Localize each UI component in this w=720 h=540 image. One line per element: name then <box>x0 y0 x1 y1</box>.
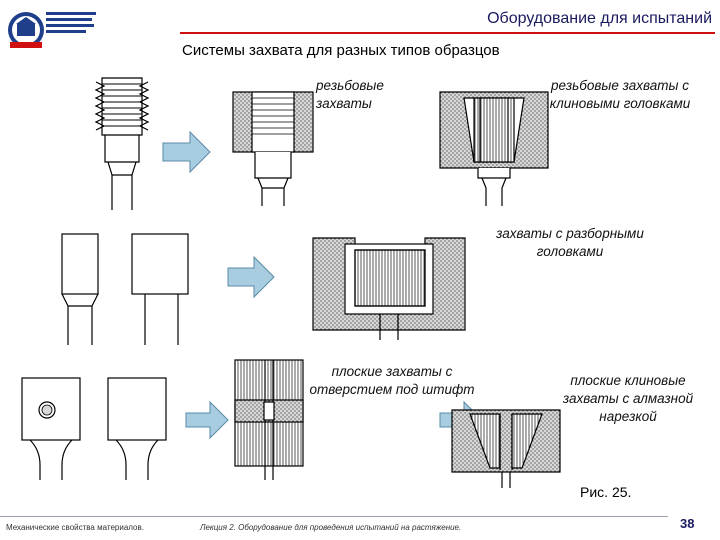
caption-split-grips: захваты с разборными головками <box>496 226 644 259</box>
caption-diamond-grips: плоские клиновые захваты с алмазной наре… <box>562 373 694 424</box>
pin-grip <box>234 359 304 480</box>
arrow-right-1 <box>162 130 211 174</box>
flat-specimen-wide <box>131 233 189 345</box>
slide-subtitle: Системы захвата для разных типов образцо… <box>182 42 500 59</box>
caption-wedge-grips: резьбовые захваты с клиновыми головками <box>549 78 691 111</box>
footer-course: Механические свойства материалов. <box>6 523 144 532</box>
arrow-right-3 <box>185 400 229 440</box>
title-divider <box>180 32 715 34</box>
threaded-grip <box>232 91 314 206</box>
caption-pin-grips: плоские захваты с отверстием под штифт <box>309 364 475 397</box>
split-head-grip <box>312 237 466 340</box>
diamond-wedge-grip <box>451 409 561 488</box>
figure-label: Рис. 25. <box>580 484 632 500</box>
wedge-threaded-grip <box>439 91 549 206</box>
page-number: 38 <box>680 516 695 531</box>
flat-specimen-no-hole <box>107 377 167 480</box>
threaded-specimen <box>94 77 150 210</box>
slide-title: Оборудование для испытаний <box>487 10 712 27</box>
footer-lecture: Лекция 2. Оборудование для проведения ис… <box>200 523 462 532</box>
flat-specimen-with-hole <box>21 377 81 480</box>
caption-threaded-grips: резьбовые захваты <box>316 78 384 111</box>
footer-divider <box>0 516 668 517</box>
arrow-right-2 <box>227 255 275 299</box>
university-logo <box>4 2 104 58</box>
flat-specimen-narrow <box>61 233 99 345</box>
